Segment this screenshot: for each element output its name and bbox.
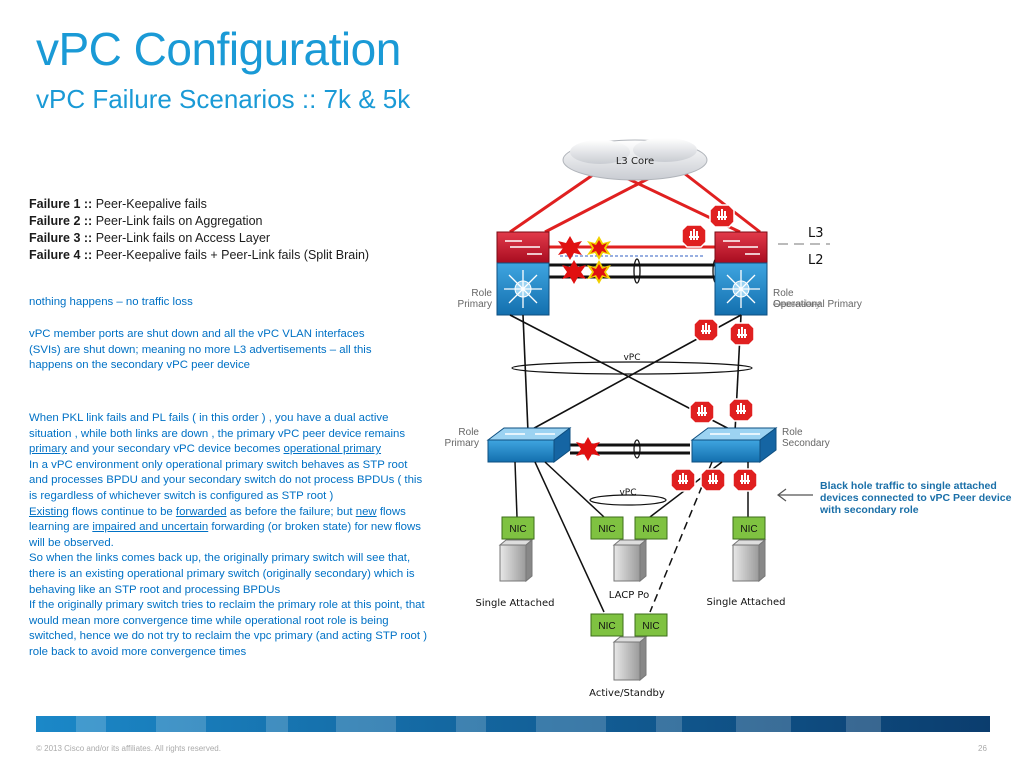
agg-switch-right	[714, 231, 768, 316]
failure-item: Failure 3 :: Peer-Link fails on Access L…	[29, 231, 271, 245]
lacp-label: LACP Po	[609, 590, 649, 601]
agg-right-role-value: Operational Primary	[773, 299, 862, 310]
svg-text:NIC: NIC	[740, 524, 757, 535]
svg-text:NIC: NIC	[598, 524, 615, 535]
nic-box: NIC	[634, 613, 668, 637]
copyright-text: © 2013 Cisco and/or its affiliates. All …	[36, 744, 221, 753]
svg-text:NIC: NIC	[509, 524, 526, 535]
blackhole-note: Black hole traffic to single attached de…	[820, 480, 1012, 516]
footer-band	[36, 716, 990, 732]
svg-text:NIC: NIC	[598, 621, 615, 632]
core-link-left	[509, 168, 601, 234]
nic-box: NIC	[634, 516, 668, 540]
stop-icon	[689, 400, 715, 424]
acc-left-role: Role	[458, 427, 479, 438]
nic-box: NIC	[501, 516, 535, 540]
l2-label: L2	[808, 253, 824, 268]
page-number: 26	[978, 744, 987, 753]
failure-4-explanation: When PKL link fails and PL fails ( in th…	[29, 412, 428, 658]
arrow-icon	[777, 488, 787, 502]
acc-right-role: Role	[782, 427, 803, 438]
slide-title: vPC Configuration	[36, 23, 401, 75]
stop-icon	[670, 468, 696, 492]
agg-left-role-value: Primary	[458, 299, 492, 310]
nic-box: NIC	[732, 516, 766, 540]
failure-list: Failure 1 :: Peer-Keepalive fails Failur…	[29, 196, 369, 264]
failure-burst-icon	[576, 437, 600, 461]
vpc-bottom-label: vPC	[619, 488, 636, 498]
l3-label: L3	[808, 226, 824, 241]
stop-icon	[700, 468, 726, 492]
single-attached-right-label: Single Attached	[707, 597, 786, 608]
vpc-topology-diagram: L3 Core L3 L2 Role Primary Role Secondar…	[445, 138, 862, 699]
single-attached-left-label: Single Attached	[476, 598, 555, 609]
stop-icon	[732, 468, 758, 492]
stop-icon	[729, 322, 755, 346]
nic-box: NIC	[590, 613, 624, 637]
svg-text:NIC: NIC	[642, 621, 659, 632]
core-link-cross-2	[679, 168, 761, 234]
failure-item: Failure 4 :: Peer-Keepalive fails + Peer…	[29, 248, 370, 262]
l3-core-cloud: L3 Core	[562, 138, 708, 181]
stop-icon	[693, 318, 719, 342]
vpc-top-label: vPC	[623, 353, 640, 363]
nic-box: NIC	[590, 516, 624, 540]
access-switch-left	[486, 427, 572, 463]
vpc-ellipse-top	[511, 361, 753, 375]
server-icon	[731, 538, 767, 583]
acc-left-role-value: Primary	[445, 438, 479, 449]
failure-item: Failure 1 :: Peer-Keepalive fails	[29, 197, 207, 211]
agg-switch-left	[496, 231, 550, 316]
access-switch-right	[690, 427, 778, 463]
failure-item: Failure 2 :: Peer-Link fails on Aggregat…	[29, 214, 263, 228]
core-label: L3 Core	[616, 156, 654, 167]
stop-icon	[681, 224, 707, 248]
core-link-cross-1	[544, 168, 666, 234]
active-standby-label: Active/Standby	[589, 688, 665, 699]
svg-text:NIC: NIC	[642, 524, 659, 535]
server-icon	[612, 538, 648, 583]
agg-left-role: Role	[471, 288, 492, 299]
failure-1-explanation: nothing happens – no traffic loss	[29, 296, 193, 308]
failure-2-explanation: vPC member ports are shut down and all t…	[29, 328, 372, 372]
server-icon	[498, 538, 534, 583]
server-icon	[612, 635, 648, 682]
acc-right-role-value: Secondary	[782, 438, 830, 449]
agg-right-role-old: Secondary	[773, 299, 821, 310]
vpc-ellipse-bottom	[589, 494, 667, 506]
slide-subtitle: vPC Failure Scenarios :: 7k & 5k	[36, 84, 411, 114]
stop-icon	[728, 398, 754, 422]
stop-icon	[709, 204, 735, 228]
agg-right-role: Role	[773, 288, 794, 299]
